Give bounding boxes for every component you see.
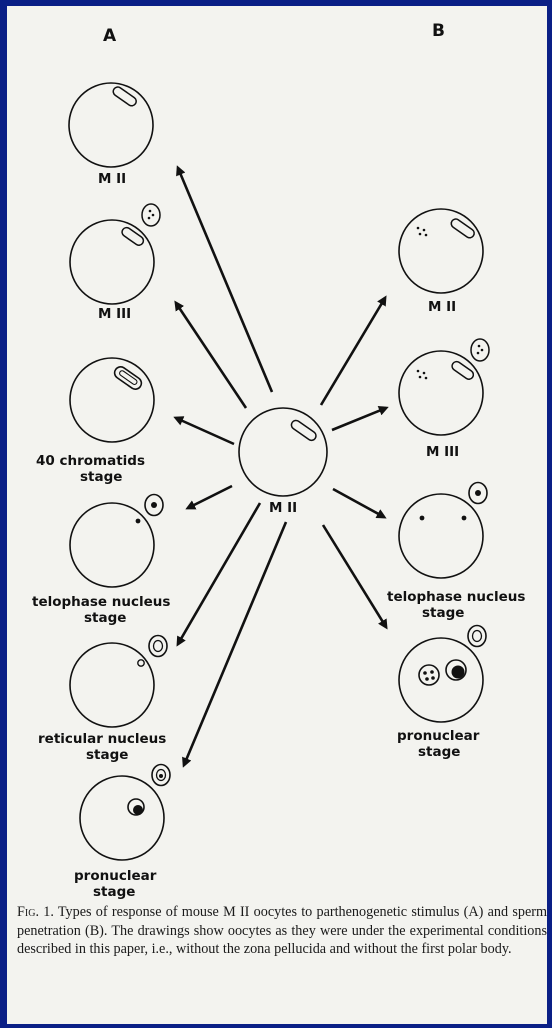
oocyte-a-reticular bbox=[70, 636, 167, 728]
label-b-pronuclear: pronuclear bbox=[397, 728, 480, 744]
polar-body bbox=[471, 339, 489, 361]
label-b-mii: M II bbox=[428, 299, 456, 315]
oocyte-b-pronuclear bbox=[399, 626, 486, 723]
oocyte-b-miii bbox=[399, 339, 489, 435]
arrow-to-a-telophase bbox=[188, 486, 232, 508]
figure-number: Fig. 1. bbox=[17, 904, 54, 920]
oocyte-a-miii bbox=[70, 204, 160, 304]
arrow-to-a-reticular bbox=[178, 503, 260, 644]
label-a-miii: M III bbox=[98, 306, 131, 322]
arrow-to-a-mii bbox=[178, 168, 272, 392]
oocyte-a-40-chromatids bbox=[70, 358, 154, 442]
sperm-chromatin-dots bbox=[417, 227, 428, 237]
column-a-header: A bbox=[103, 26, 117, 46]
label-b-pronuclear-line2: stage bbox=[418, 744, 460, 760]
arrow-to-b-mii bbox=[321, 298, 385, 405]
label-b-miii: M III bbox=[426, 444, 459, 460]
column-b-header: B bbox=[432, 21, 445, 41]
response-arrows bbox=[176, 168, 386, 765]
arrow-to-a-40chromatids bbox=[176, 418, 234, 444]
center-label: M II bbox=[269, 500, 297, 516]
arrow-to-b-miii bbox=[332, 408, 386, 430]
label-b-telophase: telophase nucleus bbox=[387, 589, 525, 605]
label-a-40-chromatids: 40 chromatids bbox=[36, 453, 145, 469]
label-a-reticular-line2: stage bbox=[86, 747, 128, 763]
label-a-mii: M II bbox=[98, 171, 126, 187]
male-pronucleus bbox=[419, 665, 439, 685]
reticular-nucleus bbox=[138, 660, 144, 666]
label-a-pronuclear: pronuclear bbox=[74, 868, 157, 884]
oocyte-a-pronuclear bbox=[80, 765, 170, 861]
oocyte-a-mii bbox=[69, 83, 153, 167]
label-b-telophase-line2: stage bbox=[422, 605, 464, 621]
nucleus-dot bbox=[136, 519, 141, 524]
polar-body bbox=[142, 204, 160, 226]
figure-caption: Fig. 1. Types of response of mouse M II … bbox=[17, 903, 547, 959]
arrow-to-b-pronuclear bbox=[323, 525, 386, 627]
arrow-to-a-pronuclear bbox=[184, 522, 286, 765]
oocyte-a-telophase bbox=[70, 495, 163, 588]
label-a-40-chromatids-line2: stage bbox=[80, 469, 122, 485]
label-a-telophase-line2: stage bbox=[84, 610, 126, 626]
oocyte-b-telophase bbox=[399, 483, 487, 579]
polar-body bbox=[468, 626, 486, 647]
arrow-to-b-telophase bbox=[333, 489, 384, 517]
polar-body bbox=[149, 636, 167, 657]
caption-text: Types of response of mouse M II oocytes … bbox=[17, 904, 547, 957]
label-a-pronuclear-line2: stage bbox=[93, 884, 135, 900]
arrow-to-a-miii bbox=[176, 303, 246, 408]
center-oocyte-mii bbox=[239, 408, 327, 496]
label-a-reticular: reticular nucleus bbox=[38, 731, 166, 747]
label-a-telophase: telophase nucleus bbox=[32, 594, 170, 610]
oocyte-b-mii bbox=[399, 209, 483, 293]
